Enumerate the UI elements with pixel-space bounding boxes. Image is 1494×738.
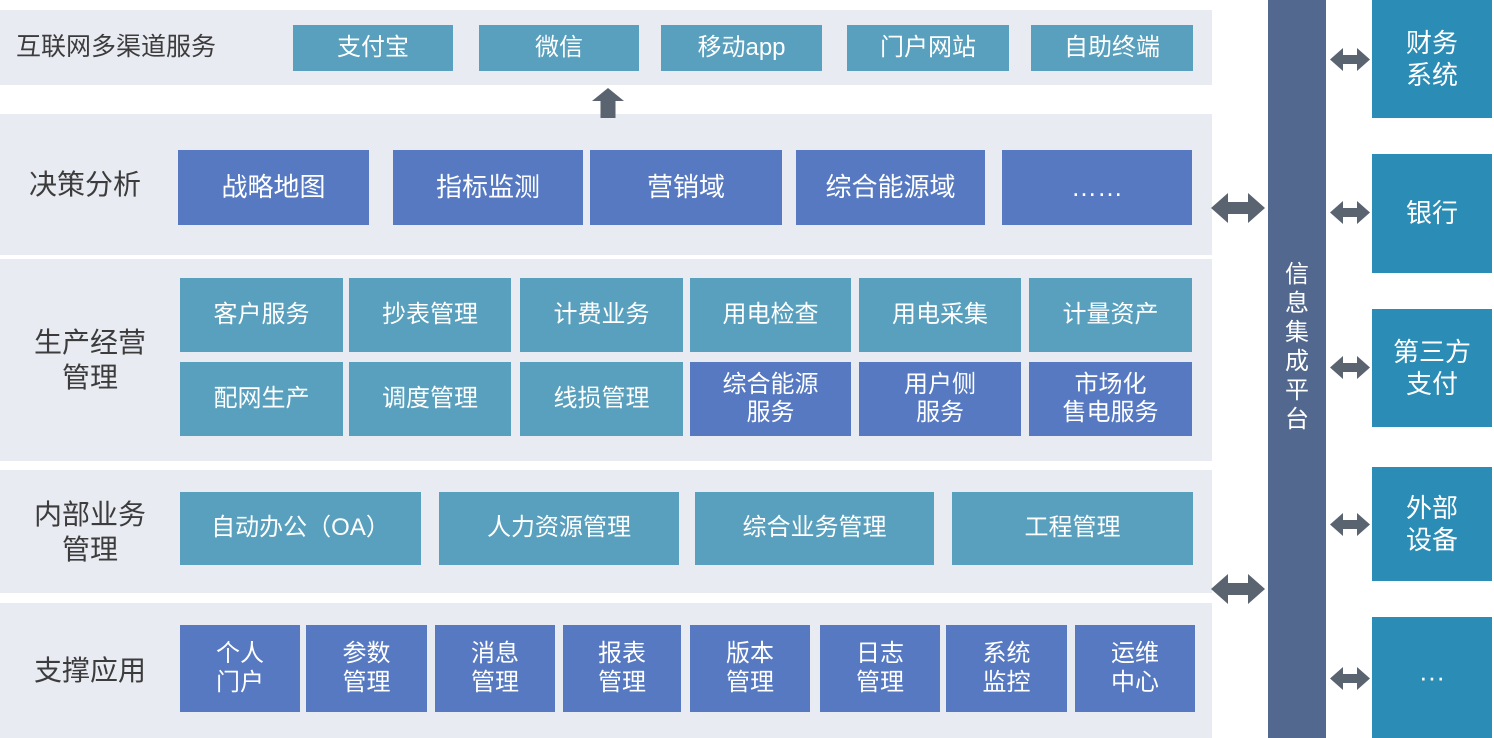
external-more: ··· [1372,617,1492,738]
layer-production-operation: 生产经营 管理 客户服务 抄表管理 计费业务 用电检查 用电采集 计量资产 配网… [0,259,1212,461]
node-dispatch-management: 调度管理 [349,362,511,436]
node-alipay: 支付宝 [293,25,453,71]
bidirectional-arrow-icon [1211,190,1265,226]
external-financial-system: 财务 系统 [1372,0,1492,118]
layer-internal-business: 内部业务 管理 自动办公（OA） 人力资源管理 综合业务管理 工程管理 [0,470,1212,593]
bidirectional-arrow-icon [1211,571,1265,607]
external-third-party-payment: 第三方 支付 [1372,309,1492,427]
layer-label-internal-business: 内部业务 管理 [33,498,146,565]
bidirectional-arrow-icon [1330,665,1370,692]
node-message-management: 消息 管理 [435,625,555,712]
node-more-domains: …… [1002,150,1192,225]
node-system-monitoring: 系统 监控 [946,625,1067,712]
node-billing: 计费业务 [520,278,683,352]
node-portal-site: 门户网站 [847,25,1009,71]
node-integrated-energy-service: 综合能源 服务 [690,362,851,436]
node-meter-reading: 抄表管理 [349,278,511,352]
layer-label-production-operation: 生产经营 管理 [33,327,146,393]
node-marketing-domain: 营销域 [590,150,782,225]
node-log-management: 日志 管理 [820,625,940,712]
layer-support-apps: 支撑应用 个人 门户 参数 管理 消息 管理 报表 管理 版本 管理 日志 管理… [0,603,1212,738]
bidirectional-arrow-icon [1330,199,1370,226]
up-arrow-icon [592,88,624,118]
integration-platform-bar: 信息集成平台 [1268,0,1326,738]
node-power-inspection: 用电检查 [690,278,851,352]
layer-label-support-apps: 支撑应用 [33,655,146,686]
node-user-side-service: 用户侧 服务 [859,362,1021,436]
node-customer-service: 客户服务 [180,278,343,352]
node-comprehensive-business: 综合业务管理 [695,492,934,565]
node-power-collection: 用电采集 [859,278,1021,352]
node-mobile-app: 移动app [661,25,822,71]
node-market-electricity-sale: 市场化 售电服务 [1029,362,1192,436]
node-ops-center: 运维 中心 [1075,625,1195,712]
node-oa: 自动办公（OA） [180,492,421,565]
integration-platform-label: 信息集成平台 [1285,261,1309,433]
node-hr-management: 人力资源管理 [439,492,679,565]
node-parameter-management: 参数 管理 [306,625,427,712]
layer-internet-channels: 互联网多渠道服务 支付宝 微信 移动app 门户网站 自助终端 [0,10,1212,85]
node-distribution-production: 配网生产 [180,362,343,436]
node-indicator-monitoring: 指标监测 [393,150,583,225]
node-wechat: 微信 [479,25,639,71]
layer-label-internet-channels: 互联网多渠道服务 [15,32,216,61]
node-project-management: 工程管理 [952,492,1193,565]
node-metering-assets: 计量资产 [1029,278,1192,352]
layer-decision-analysis: 决策分析 战略地图 指标监测 营销域 综合能源域 …… [0,114,1212,255]
node-integrated-energy-domain: 综合能源域 [796,150,985,225]
layer-label-decision-analysis: 决策分析 [28,169,141,200]
external-devices: 外部 设备 [1372,467,1492,581]
node-self-service-terminal: 自助终端 [1031,25,1193,71]
bidirectional-arrow-icon [1330,511,1370,538]
external-bank: 银行 [1372,154,1492,273]
node-personal-portal: 个人 门户 [180,625,300,712]
node-report-management: 报表 管理 [563,625,681,712]
node-line-loss-management: 线损管理 [520,362,683,436]
bidirectional-arrow-icon [1330,354,1370,381]
node-strategy-map: 战略地图 [178,150,369,225]
bidirectional-arrow-icon [1330,46,1370,73]
node-version-management: 版本 管理 [690,625,810,712]
